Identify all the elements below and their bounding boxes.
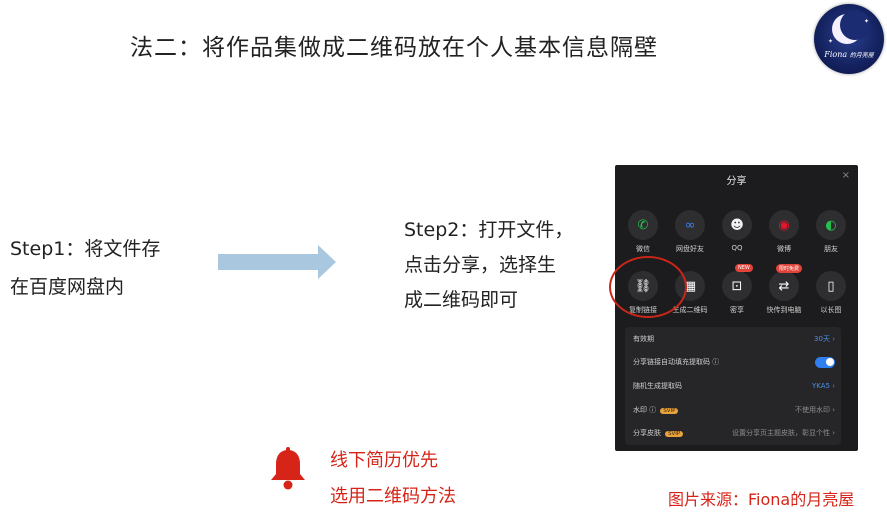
image-credit: 图片来源：Fiona的月亮屋 bbox=[668, 490, 855, 509]
autofill-code-row: 分享链接自动填充提取码 ⓘ bbox=[625, 351, 841, 375]
svip-badge: SVIP bbox=[665, 431, 684, 438]
transfer-to-pc-icon: ⇄ bbox=[769, 271, 799, 301]
help-icon[interactable]: ⓘ bbox=[712, 358, 720, 367]
logo: ✦ ✦ Fiona 的月亮屋 bbox=[814, 4, 884, 74]
tip-text: 线下简历优先 选用二维码方法 bbox=[330, 450, 456, 507]
step1-text: Step1：将文件存 在百度网盘内 bbox=[10, 238, 161, 298]
share-app-qq[interactable]: ☻ QQ bbox=[719, 210, 755, 254]
highlight-circle bbox=[609, 256, 687, 318]
moments-icon: ◐ bbox=[816, 210, 846, 240]
close-icon[interactable]: × bbox=[841, 170, 850, 181]
weibo-icon: ◉ bbox=[769, 210, 799, 240]
wechat-icon: ✆ bbox=[628, 210, 658, 240]
share-settings-panel: 有效期 30天 › 分享链接自动填充提取码 ⓘ 随机生成提取码 YKA5 › 水… bbox=[625, 327, 841, 445]
long-image-icon: ▯ bbox=[816, 271, 846, 301]
share-dialog-screenshot: 分享 × ✆ 微信 ∞ 网盘好友 ☻ QQ ◉ 微博 ◐ 朋友 ⛓ 复制链接 ▦ bbox=[615, 165, 858, 451]
transfer-to-pc-button[interactable]: 限时免费 ⇄ 快传到电脑 bbox=[766, 264, 802, 314]
long-image-button[interactable]: ▯ 以长图 bbox=[813, 271, 849, 315]
lock-icon: ⊡ bbox=[722, 271, 752, 301]
bell-icon bbox=[271, 447, 305, 490]
qq-icon: ☻ bbox=[722, 210, 752, 240]
validity-row[interactable]: 有效期 30天 › bbox=[633, 334, 835, 343]
share-app-row: ✆ 微信 ∞ 网盘好友 ☻ QQ ◉ 微博 ◐ 朋友 bbox=[625, 210, 849, 254]
share-app-moments[interactable]: ◐ 朋友 bbox=[813, 210, 849, 254]
star-icon: ✦ bbox=[864, 18, 870, 25]
netdisk-friend-icon: ∞ bbox=[675, 210, 705, 240]
share-app-weibo[interactable]: ◉ 微博 bbox=[766, 210, 802, 254]
new-badge: NEW bbox=[735, 264, 753, 272]
autofill-toggle[interactable] bbox=[815, 356, 835, 368]
logo-text: Fiona 的月亮屋 bbox=[824, 50, 874, 59]
arrow-right-icon bbox=[218, 245, 336, 279]
share-app-netdisk-friend[interactable]: ∞ 网盘好友 bbox=[672, 210, 708, 254]
svip-badge: SVIP bbox=[660, 407, 679, 414]
free-badge: 限时免费 bbox=[776, 264, 802, 273]
help-icon[interactable]: ⓘ bbox=[649, 405, 657, 414]
star-icon: ✦ bbox=[828, 38, 834, 45]
share-app-wechat[interactable]: ✆ 微信 bbox=[625, 210, 661, 254]
share-dialog-title: 分享 bbox=[726, 176, 747, 187]
private-share-button[interactable]: NEW ⊡ 密享 bbox=[719, 264, 755, 315]
step2-text: Step2：打开文件， 点击分享，选择生 成二维码即可 bbox=[404, 219, 574, 311]
extract-code-row[interactable]: 随机生成提取码 YKA5 › bbox=[633, 381, 835, 390]
page-title: 法二：将作品集做成二维码放在个人基本信息隔壁 bbox=[130, 35, 658, 61]
